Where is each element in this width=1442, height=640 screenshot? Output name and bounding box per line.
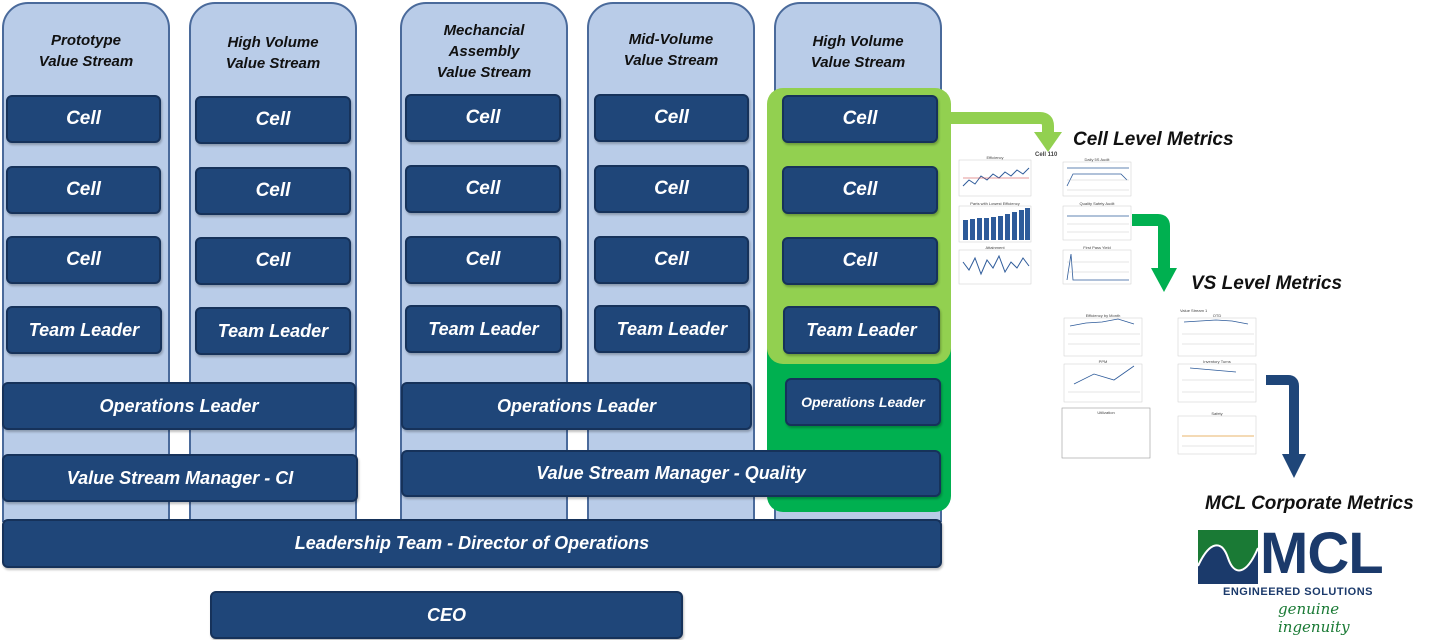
- column-title: Mid-Volume Value Stream: [623, 31, 719, 69]
- chart-title: First Pass Yield: [1083, 245, 1111, 250]
- cell-box: Cell: [195, 167, 351, 215]
- cell-box: Cell: [405, 94, 561, 142]
- mcl-logo: MCL ENGINEERED SOLUTIONS genuine ingenui…: [1198, 522, 1398, 636]
- chart-title: Utilization: [1097, 410, 1115, 415]
- arrow-to-vs-metrics: [1132, 214, 1177, 292]
- chart-title: Efficiency by Month: [1085, 313, 1121, 318]
- arrow-to-cell-metrics: [950, 112, 1062, 152]
- chart-title: Safety: [1211, 411, 1223, 416]
- cell-box: Cell: [405, 165, 561, 213]
- chart-title: PPM: [1098, 359, 1108, 364]
- cell-box: Cell: [6, 166, 161, 214]
- column-title: Prototype Value Stream: [38, 32, 134, 70]
- vs-sheet-title: Value Stream 1: [1180, 308, 1208, 313]
- leadership-team-box: Leadership Team - Director of Operations: [2, 519, 942, 568]
- mini-chart-5s-audit: [1062, 161, 1132, 197]
- chart-title: Inventory Turns: [1203, 359, 1231, 364]
- logo-tagline-2: genuine ingenuity: [1278, 600, 1350, 636]
- mini-chart-parts: [958, 205, 1032, 243]
- mini-chart-quality-audit: [1062, 205, 1132, 241]
- cell-box: Cell: [594, 165, 749, 213]
- mini-chart-utilization: [1061, 407, 1151, 459]
- team-leader-box: Team Leader: [594, 305, 750, 353]
- logo-name: MCL: [1260, 521, 1384, 586]
- cell-sheet-title: Cell 110: [1035, 152, 1058, 158]
- team-leader-box: Team Leader: [6, 306, 162, 354]
- chart-title: Daily 5S Audit: [1084, 157, 1110, 162]
- vs-sheet-charts: [1061, 317, 1257, 459]
- cell-sheet-charts: [958, 159, 1132, 285]
- mini-chart-first-pass-yield: [1062, 249, 1132, 285]
- ceo-box: CEO: [210, 591, 683, 639]
- cell-box: Cell: [782, 166, 938, 214]
- mini-chart-efficiency: [958, 159, 1032, 197]
- mini-chart-attainment: [958, 249, 1032, 285]
- mini-chart-inventory-turns: [1177, 363, 1257, 403]
- logo-mark-icon: [1198, 530, 1258, 584]
- team-leader-box: Team Leader: [783, 306, 940, 354]
- chart-title: Quality Safety Audit: [1079, 201, 1115, 206]
- operations-leader-box: Operations Leader: [2, 382, 356, 430]
- chart-title: Parts with Lowest Efficiency: [970, 201, 1020, 206]
- chart-title: OTD: [1212, 313, 1222, 318]
- cell-box: Cell: [594, 236, 749, 284]
- chart-title: Efficiency: [986, 155, 1004, 160]
- cell-box: Cell: [195, 237, 351, 285]
- logo-tagline-1: ENGINEERED SOLUTIONS: [1223, 586, 1373, 598]
- mini-chart-safety: [1177, 415, 1257, 455]
- cell-box: Cell: [782, 237, 938, 285]
- chart-title: Attainment: [985, 245, 1005, 250]
- cell-box: Cell: [782, 95, 938, 143]
- team-leader-box: Team Leader: [405, 305, 562, 353]
- mini-chart-ppm: [1063, 363, 1143, 403]
- cell-box: Cell: [594, 94, 749, 142]
- column-title: Mechancial Assembly Value Stream: [436, 22, 532, 81]
- mini-chart-otd: [1177, 317, 1257, 357]
- column-title: High Volume Value Stream: [810, 33, 906, 71]
- team-leader-box: Team Leader: [195, 307, 351, 355]
- vsm-quality-box: Value Stream Manager - Quality: [401, 450, 941, 497]
- operations-leader-box-small: Operations Leader: [785, 378, 941, 426]
- vs-level-metrics-title: VS Level Metrics: [1191, 273, 1343, 294]
- cell-box: Cell: [6, 95, 161, 143]
- corporate-metrics-title: MCL Corporate Metrics: [1205, 493, 1414, 514]
- cell-level-metrics-title: Cell Level Metrics: [1073, 129, 1234, 150]
- arrow-to-corporate-metrics: [1266, 375, 1306, 478]
- operations-leader-box: Operations Leader: [401, 382, 752, 430]
- cell-metrics-sheet: Cell 110: [955, 150, 1135, 290]
- vs-metrics-sheet: Value Stream 1: [1060, 308, 1260, 460]
- mini-chart-efficiency-month: [1063, 317, 1143, 357]
- vsm-ci-box: Value Stream Manager - CI: [2, 454, 358, 502]
- cell-box: Cell: [6, 236, 161, 284]
- cell-box: Cell: [195, 96, 351, 144]
- column-title: High Volume Value Stream: [225, 34, 321, 72]
- cell-box: Cell: [405, 236, 561, 284]
